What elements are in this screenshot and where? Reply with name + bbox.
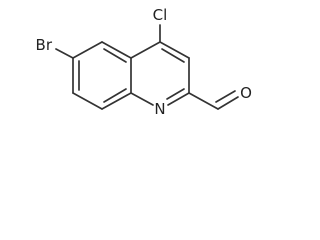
atom-label-nitrogen: N xyxy=(154,100,165,118)
bond-c2-n1 xyxy=(167,92,190,106)
bond-c8-c8a xyxy=(101,92,132,110)
bond-cho-o-double xyxy=(215,90,236,103)
chemical-structure: Br Cl N O xyxy=(36,6,252,118)
atom-label-chlorine: Cl xyxy=(153,6,168,24)
bond-c4-c3 xyxy=(159,41,190,59)
bond-c4a-c5-inner xyxy=(103,48,127,63)
bond-c6-br xyxy=(55,48,74,59)
bond-c2-n1-inner xyxy=(166,88,185,100)
bond-cho-o xyxy=(217,96,239,110)
bond-c2-cho xyxy=(188,92,219,110)
atom-label-oxygen: O xyxy=(240,84,252,102)
bond-c8-c8a-inner xyxy=(103,88,127,103)
atom-label-bromine: Br xyxy=(36,36,53,54)
bond-c4-c3-inner xyxy=(161,48,185,63)
bond-c5-c6 xyxy=(72,41,103,59)
bond-c4a-c4 xyxy=(130,41,161,59)
bond-c7-c8 xyxy=(72,92,103,110)
bond-n1-c8a xyxy=(130,92,154,106)
bond-c4a-c5 xyxy=(101,41,132,59)
